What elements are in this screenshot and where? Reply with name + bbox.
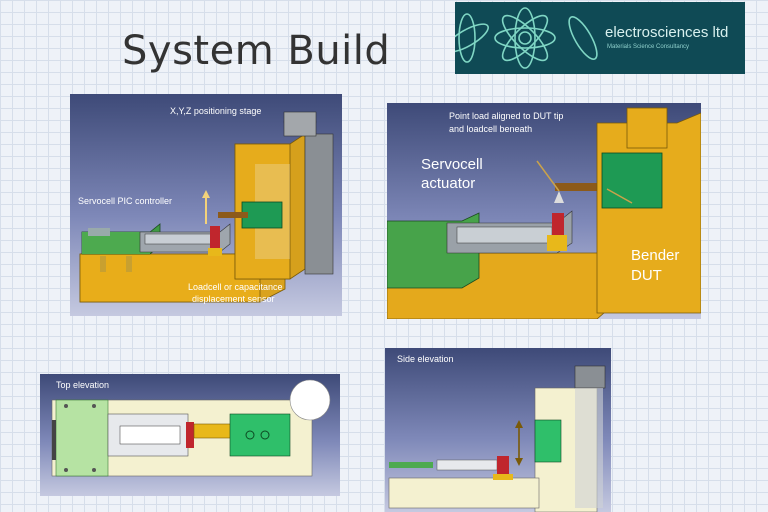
logo-text: electrosciences ltd [605, 24, 729, 41]
closeup-model-illustration [387, 107, 701, 319]
side-elevation-illustration [388, 365, 606, 512]
label-bender-line1: Bender [631, 247, 680, 264]
label-stage: X,Y,Z positioning stage [170, 106, 262, 116]
panel-side-elevation: Side elevation [385, 348, 611, 512]
label-actuator-line1: Servocell [421, 156, 483, 173]
label-sensor-line1: Loadcell or capacitance [188, 282, 283, 292]
logo-tagline: Materials Science Consultancy [607, 44, 690, 50]
panel-top-elevation: Top elevation [40, 374, 340, 496]
label-bender-line2: DUT [631, 267, 662, 284]
stage-model-illustration [79, 111, 334, 303]
panel-stage-view: X,Y,Z positioning stage Servocell PIC co… [70, 94, 342, 316]
label-top-elevation: Top elevation [56, 380, 110, 390]
label-sensor-line2: displacement sensor [192, 294, 275, 304]
slide-title: System Build [122, 28, 391, 74]
company-logo: electrosciences ltd Materials Science Co… [455, 2, 745, 74]
top-elevation-illustration [51, 379, 331, 477]
label-point-line2: and loadcell beneath [449, 124, 533, 134]
label-side-elevation: Side elevation [397, 354, 454, 364]
label-controller: Servocell PIC controller [78, 196, 173, 206]
label-point-line1: Point load aligned to DUT tip [449, 111, 564, 121]
panel-closeup-view: Point load aligned to DUT tip and loadce… [387, 103, 701, 319]
flower-logo-icon [455, 7, 598, 69]
label-actuator-line2: actuator [421, 175, 476, 192]
